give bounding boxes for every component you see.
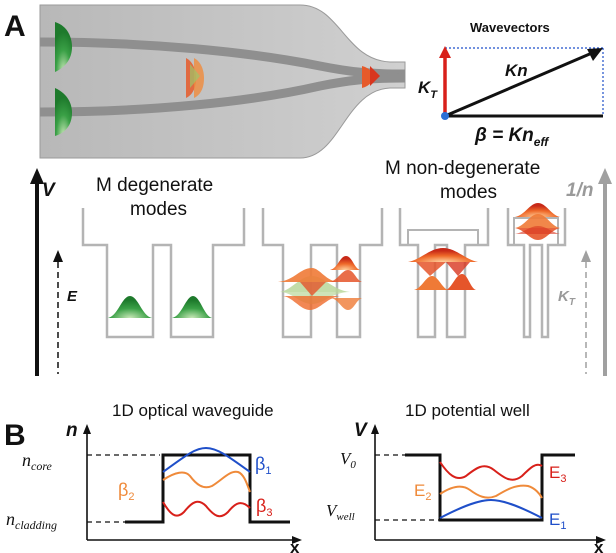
input-mode-top bbox=[55, 22, 72, 72]
nondegenerate-title-1: M non-degenerate bbox=[385, 158, 540, 179]
well-x-label: x bbox=[594, 538, 604, 553]
mid-taper-modes bbox=[186, 58, 204, 98]
beta1-label: β1 bbox=[255, 454, 271, 477]
wavevectors-title: Wavevectors bbox=[470, 20, 550, 35]
well-nondegenerate bbox=[398, 208, 490, 339]
mode-beta1 bbox=[162, 446, 251, 473]
panel-b-letter: B bbox=[4, 419, 26, 452]
n-core-label: ncore bbox=[22, 450, 53, 473]
state-e2 bbox=[439, 484, 543, 499]
waveguide-y-label: n bbox=[66, 420, 78, 441]
nondegenerate-title-2: modes bbox=[440, 182, 497, 203]
input-mode-bottom bbox=[55, 88, 72, 136]
waveguide-title: 1D optical waveguide bbox=[112, 401, 274, 420]
mode-green-2 bbox=[172, 296, 212, 318]
inv-n-axis-label: 1/n bbox=[566, 180, 593, 201]
well-y-label: V bbox=[354, 420, 368, 441]
well-title: 1D potential well bbox=[405, 401, 530, 420]
degenerate-title-1: M degenerate bbox=[96, 175, 213, 196]
well-mixed bbox=[261, 208, 384, 339]
tapered-waveguide bbox=[39, 4, 406, 159]
v-axis-label: V bbox=[42, 180, 56, 201]
beta-equation: β = Kneff bbox=[474, 125, 549, 149]
state-e3 bbox=[439, 461, 543, 481]
e-label: E bbox=[67, 288, 78, 305]
wavevectors-diagram: Wavevectors KT Kn β = Kneff bbox=[418, 20, 604, 149]
mode-green-1 bbox=[108, 296, 152, 318]
e1-label: E1 bbox=[549, 510, 566, 532]
modes-nondegenerate bbox=[408, 248, 478, 290]
waveguide-plot: 1D optical waveguide n x ncore ncladding… bbox=[6, 401, 302, 553]
v0-label: V0 bbox=[340, 449, 356, 471]
potential-diagram: V 1/n E KT M degenerate modes M non-dege… bbox=[30, 158, 612, 378]
e3-label: E3 bbox=[549, 463, 566, 485]
e2-label: E2 bbox=[414, 481, 431, 503]
n-cladding-label: ncladding bbox=[6, 509, 57, 532]
potential-profile bbox=[405, 453, 575, 522]
mode-beta3 bbox=[162, 500, 251, 518]
state-e1 bbox=[439, 498, 543, 519]
mode-beta2 bbox=[162, 470, 251, 493]
degenerate-title-2: modes bbox=[130, 199, 187, 220]
vwell-label: Vwell bbox=[326, 501, 355, 523]
modes-narrow bbox=[515, 203, 560, 240]
waveguide-x-label: x bbox=[290, 538, 300, 553]
beta2-label: β2 bbox=[118, 480, 134, 503]
output-modes bbox=[362, 66, 380, 88]
kn-label: Kn bbox=[505, 61, 528, 80]
potential-well-plot: 1D potential well V x V0 Vwell E1 E2 E3 bbox=[326, 401, 606, 553]
index-profile bbox=[125, 453, 290, 524]
kt-axis-label: KT bbox=[558, 288, 576, 308]
origin-dot bbox=[441, 112, 449, 120]
well-degenerate bbox=[81, 208, 246, 339]
beta3-label: β3 bbox=[256, 496, 272, 519]
panel-a-letter: A bbox=[4, 10, 26, 43]
modes-mixed bbox=[278, 256, 362, 310]
kt-label: KT bbox=[418, 78, 438, 101]
kn-vector bbox=[444, 51, 593, 118]
well-narrow bbox=[506, 208, 567, 339]
